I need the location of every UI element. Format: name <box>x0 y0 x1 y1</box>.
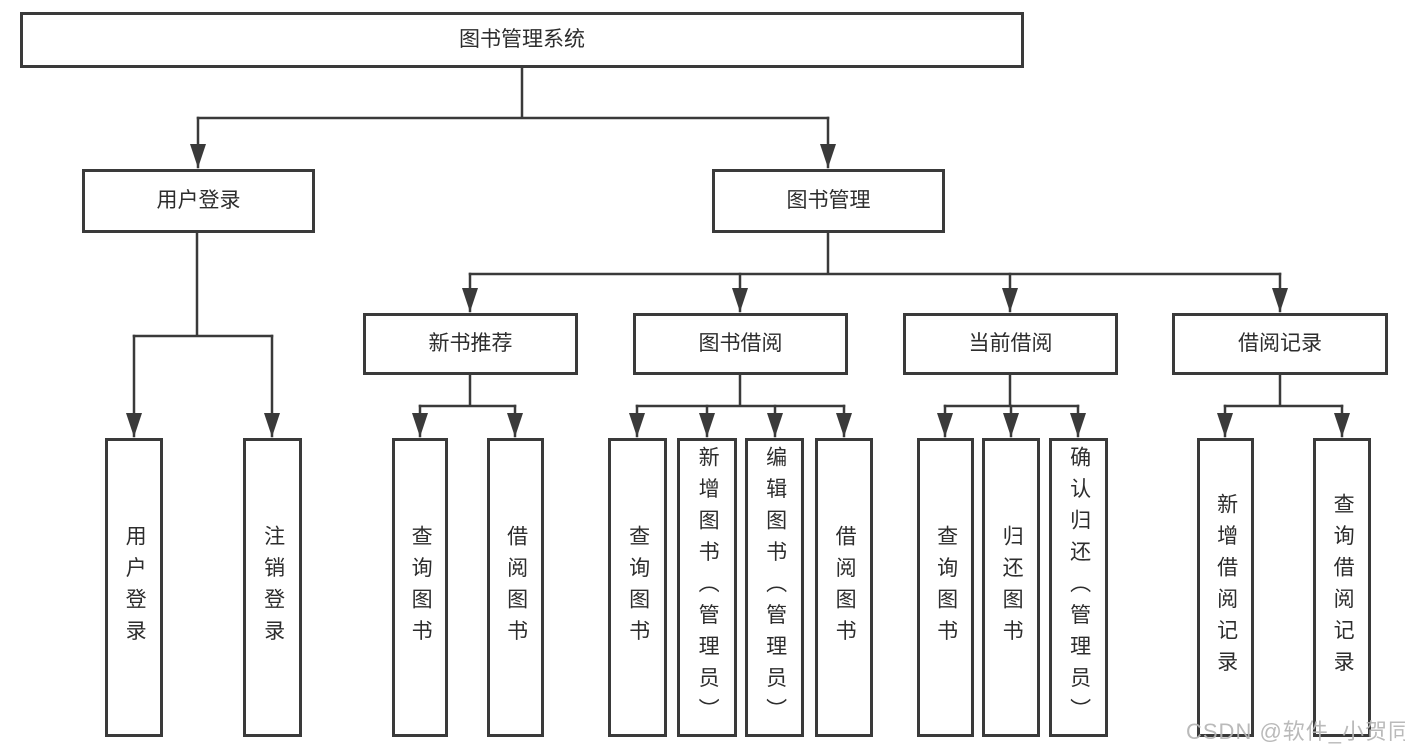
leaf-user-login: 用户登录 <box>105 438 163 737</box>
connector-records-split <box>1223 373 1344 408</box>
connector-currentborrow-split <box>943 373 1080 408</box>
leaf-logout-login: 注销登录 <box>243 438 302 737</box>
connector-bookmgmt-split <box>468 231 1282 276</box>
watermark-text: CSDN @软件_小贺同学 <box>1186 719 1405 744</box>
leaf-query-borrow-record: 查询借阅记录 <box>1313 438 1371 737</box>
leaf-borrow-books-recommend: 借阅图书 <box>487 438 544 737</box>
leaf-query-books-current: 查询图书 <box>917 438 974 737</box>
leaf-query-books-recommend: 查询图书 <box>392 438 448 737</box>
leaf-return-books: 归还图书 <box>982 438 1040 737</box>
connector-userlogin-split <box>132 231 274 338</box>
connector-root-split <box>196 66 830 120</box>
leaf-add-borrow-record: 新增借阅记录 <box>1197 438 1254 737</box>
leaf-confirm-return-admin: 确认归还（管理员） <box>1049 438 1108 737</box>
leaf-borrow-books-borrowing: 借阅图书 <box>815 438 873 737</box>
connector-newbook-split <box>418 373 517 408</box>
node-book-borrowing: 图书借阅 <box>633 313 848 375</box>
node-root: 图书管理系统 <box>20 12 1024 68</box>
node-new-book-recommendation: 新书推荐 <box>363 313 578 375</box>
leaf-add-books-admin: 新增图书（管理员） <box>677 438 737 737</box>
node-book-management: 图书管理 <box>712 169 945 233</box>
leaf-edit-books-admin: 编辑图书（管理员） <box>745 438 804 737</box>
node-borrowing-records: 借阅记录 <box>1172 313 1388 375</box>
connector-bookborrow-split <box>635 373 846 408</box>
node-current-borrowing: 当前借阅 <box>903 313 1118 375</box>
leaf-query-books-borrowing: 查询图书 <box>608 438 667 737</box>
node-user-login: 用户登录 <box>82 169 315 233</box>
